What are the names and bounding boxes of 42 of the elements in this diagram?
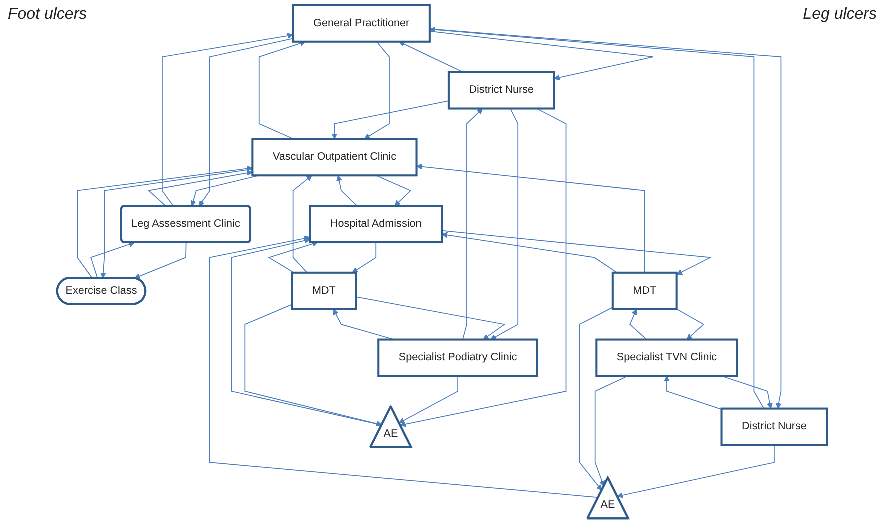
note-label: Leg ulcers: [803, 6, 877, 24]
arrow: [293, 175, 313, 274]
arrow: [148, 170, 254, 207]
arrow: [416, 164, 646, 274]
arrow: [134, 242, 187, 280]
arrow: [77, 166, 254, 279]
arrow: [199, 38, 294, 207]
arrow: [336, 175, 358, 206]
arrow: [442, 232, 618, 274]
arrow: [618, 444, 776, 498]
arrow: [400, 108, 567, 428]
node-box: [720, 408, 828, 446]
arrow: [244, 304, 383, 427]
note-label: Foot ulcers: [8, 6, 88, 24]
arrow: [210, 236, 600, 498]
arrow: [162, 33, 294, 207]
arrow: [364, 41, 390, 140]
arrow: [676, 308, 705, 340]
arrow: [352, 242, 377, 274]
arrow: [100, 168, 254, 279]
node-box: [252, 138, 418, 177]
arrow: [399, 376, 459, 424]
arrow: [90, 242, 136, 279]
arrow: [490, 108, 519, 340]
arrow: [231, 238, 383, 426]
arrow: [268, 241, 318, 274]
node-box: [292, 4, 432, 43]
node-box: [448, 71, 556, 110]
arrow: [630, 309, 648, 340]
arrow: [442, 230, 712, 276]
arrow: [430, 31, 654, 81]
node-box: [309, 205, 444, 244]
arrow: [664, 376, 722, 410]
arrow: [356, 296, 506, 340]
arrow: [580, 307, 614, 491]
node-box: [596, 338, 739, 378]
arrow: [462, 108, 484, 340]
arrow: [259, 40, 306, 140]
arrow: [332, 100, 450, 140]
node-box: [378, 338, 539, 378]
node-box: [291, 272, 358, 310]
node-box: [612, 272, 678, 310]
